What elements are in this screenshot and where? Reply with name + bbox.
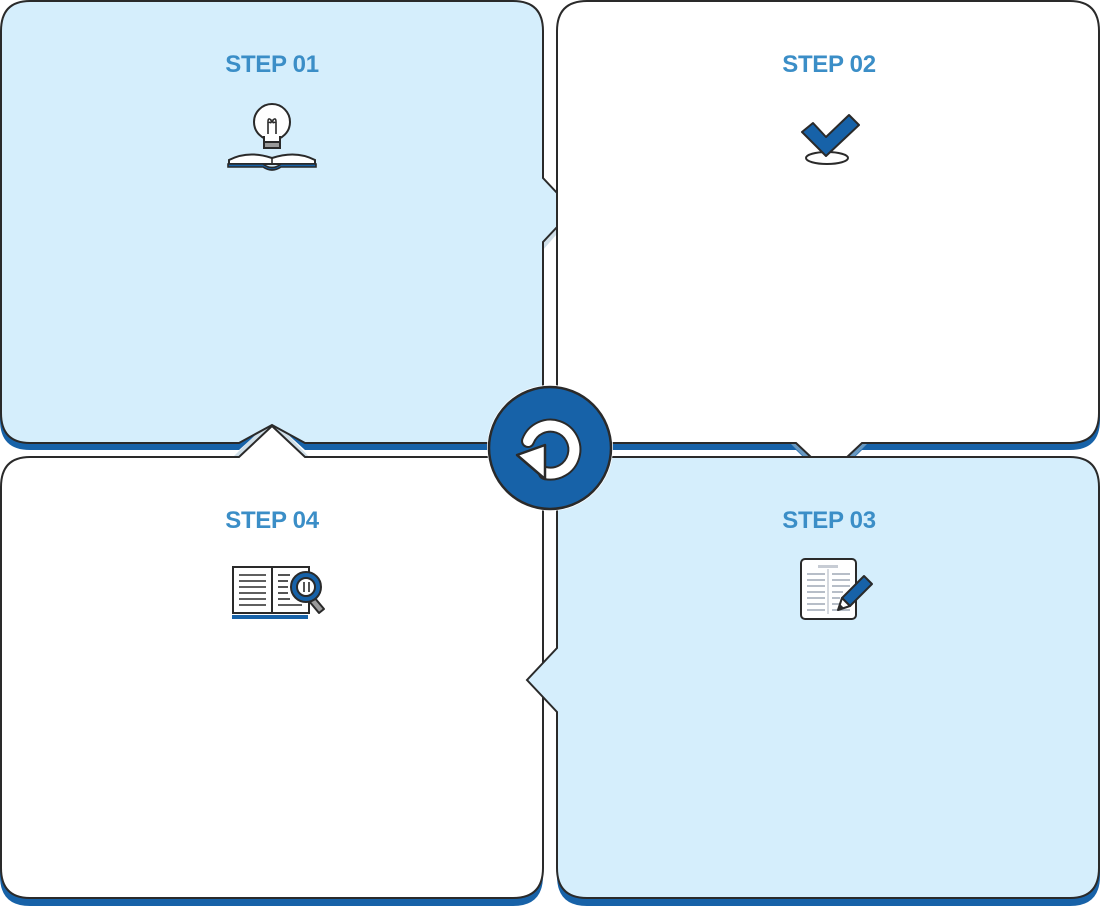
step-03-title: STEP 03	[782, 507, 876, 534]
cycle-arrow-icon	[515, 418, 582, 481]
step-02-title: STEP 02	[782, 51, 876, 78]
cycle-center-button[interactable]	[485, 383, 615, 513]
checkmark-icon	[801, 114, 860, 165]
step-04-title: STEP 04	[225, 507, 319, 534]
lightbulb-book-icon	[227, 103, 317, 171]
book-magnifier-icon	[232, 566, 325, 619]
document-pencil-icon	[800, 558, 873, 620]
step-01-title: STEP 01	[225, 51, 319, 78]
card-step-04	[0, 424, 544, 899]
